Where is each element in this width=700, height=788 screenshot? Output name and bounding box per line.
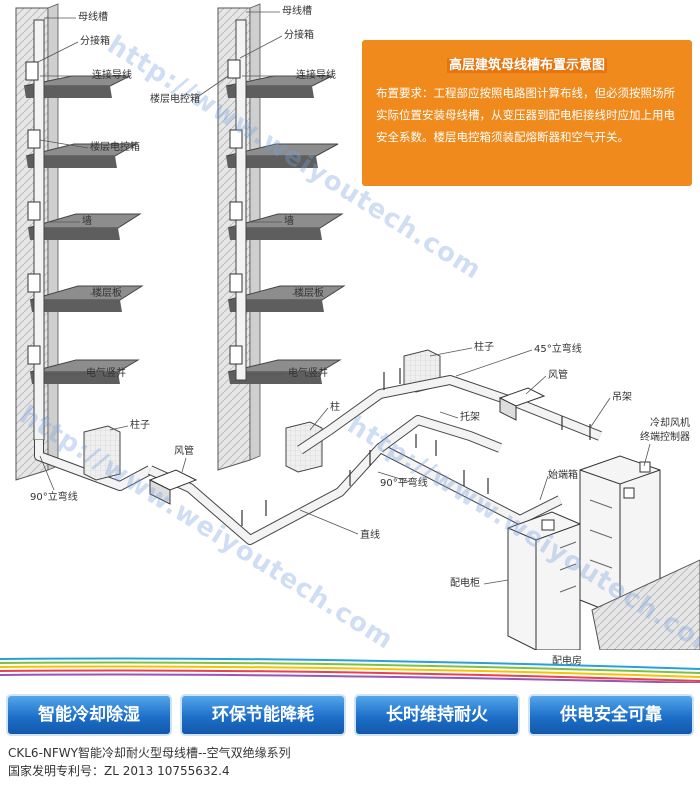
label-cooling-fan-1: 冷却风机 (650, 418, 690, 429)
label-floor-control-box-left: 楼层电控箱 (90, 142, 140, 153)
label-air-duct-right: 风管 (548, 370, 568, 381)
label-elbow-45-vertical: 45°立弯线 (534, 344, 582, 355)
label-distribution-room: 配电房 (552, 656, 582, 667)
label-column-mid: 柱 (330, 402, 340, 413)
label-elbow-90-vertical: 90°立弯线 (30, 492, 78, 503)
layout-requirements-box: 高层建筑母线槽布置示意图 布置要求：工程部应按照电路图计算布线，但必须按照场所实… (362, 40, 692, 186)
label-cooling-fan-2: 终端控制器 (640, 432, 690, 443)
info-box-body: 布置要求：工程部应按照电路图计算布线，但必须按照场所实际位置安装母线槽，从变压器… (376, 86, 675, 144)
label-busway-trough: 母线槽 (78, 12, 108, 23)
busway-layout-diagram (15, 3, 700, 650)
patent-number: 国家发明专利号：ZL 2013 10755632.4 (8, 764, 230, 778)
feature-cooling-dehumidify: 智能冷却除湿 (6, 694, 172, 736)
feature-fire-resistance: 长时维持耐火 (354, 694, 520, 736)
label-busway-trough-mid: 母线槽 (282, 6, 312, 17)
label-electrical-shaft-left: 电气竖井 (86, 368, 126, 379)
label-floor-slab-mid: 楼层板 (294, 288, 324, 299)
left-floor-slabs (23, 75, 144, 384)
label-connector-conductor: 连接导线 (92, 70, 132, 81)
feature-energy-saving: 环保节能降耗 (180, 694, 346, 736)
info-box-title: 高层建筑母线槽布置示意图 (446, 58, 607, 73)
label-floor-slab-left: 楼层板 (92, 288, 122, 299)
distribution-cabinets (507, 455, 661, 650)
left-vertical-busway (25, 19, 153, 491)
label-distribution-cabinet: 配电柜 (450, 578, 480, 589)
decorative-color-stripes (0, 657, 700, 683)
label-wall-mid: 墙 (284, 216, 294, 227)
label-junction-box-mid: 分接箱 (284, 30, 314, 41)
label-hanger: 吊架 (612, 392, 632, 403)
label-wall-left: 墙 (82, 216, 92, 227)
distribution-room-wall (591, 559, 700, 650)
label-start-box: 始端箱 (548, 470, 578, 481)
label-floor-control-box-mid: 楼层电控箱 (150, 94, 200, 105)
product-name: CKL6-NFWY智能冷却耐火型母线槽--空气双绝缘系列 (8, 746, 291, 760)
middle-vertical-busway (227, 19, 247, 381)
label-junction-box: 分接箱 (80, 36, 110, 47)
label-column-top: 柱子 (474, 342, 494, 353)
label-bracket: 托架 (460, 412, 480, 423)
label-straight-line: 直线 (360, 530, 380, 541)
label-column-left: 柱子 (130, 420, 150, 431)
horizontal-busway (147, 375, 602, 545)
label-connector-conductor-mid: 连接导线 (296, 70, 336, 81)
middle-floor-slabs (225, 75, 346, 384)
label-elbow-90-flat: 90°平弯线 (380, 478, 428, 489)
label-air-duct-left: 风管 (174, 446, 194, 457)
feature-power-safety: 供电安全可靠 (528, 694, 694, 736)
label-electrical-shaft-mid: 电气竖井 (288, 368, 328, 379)
